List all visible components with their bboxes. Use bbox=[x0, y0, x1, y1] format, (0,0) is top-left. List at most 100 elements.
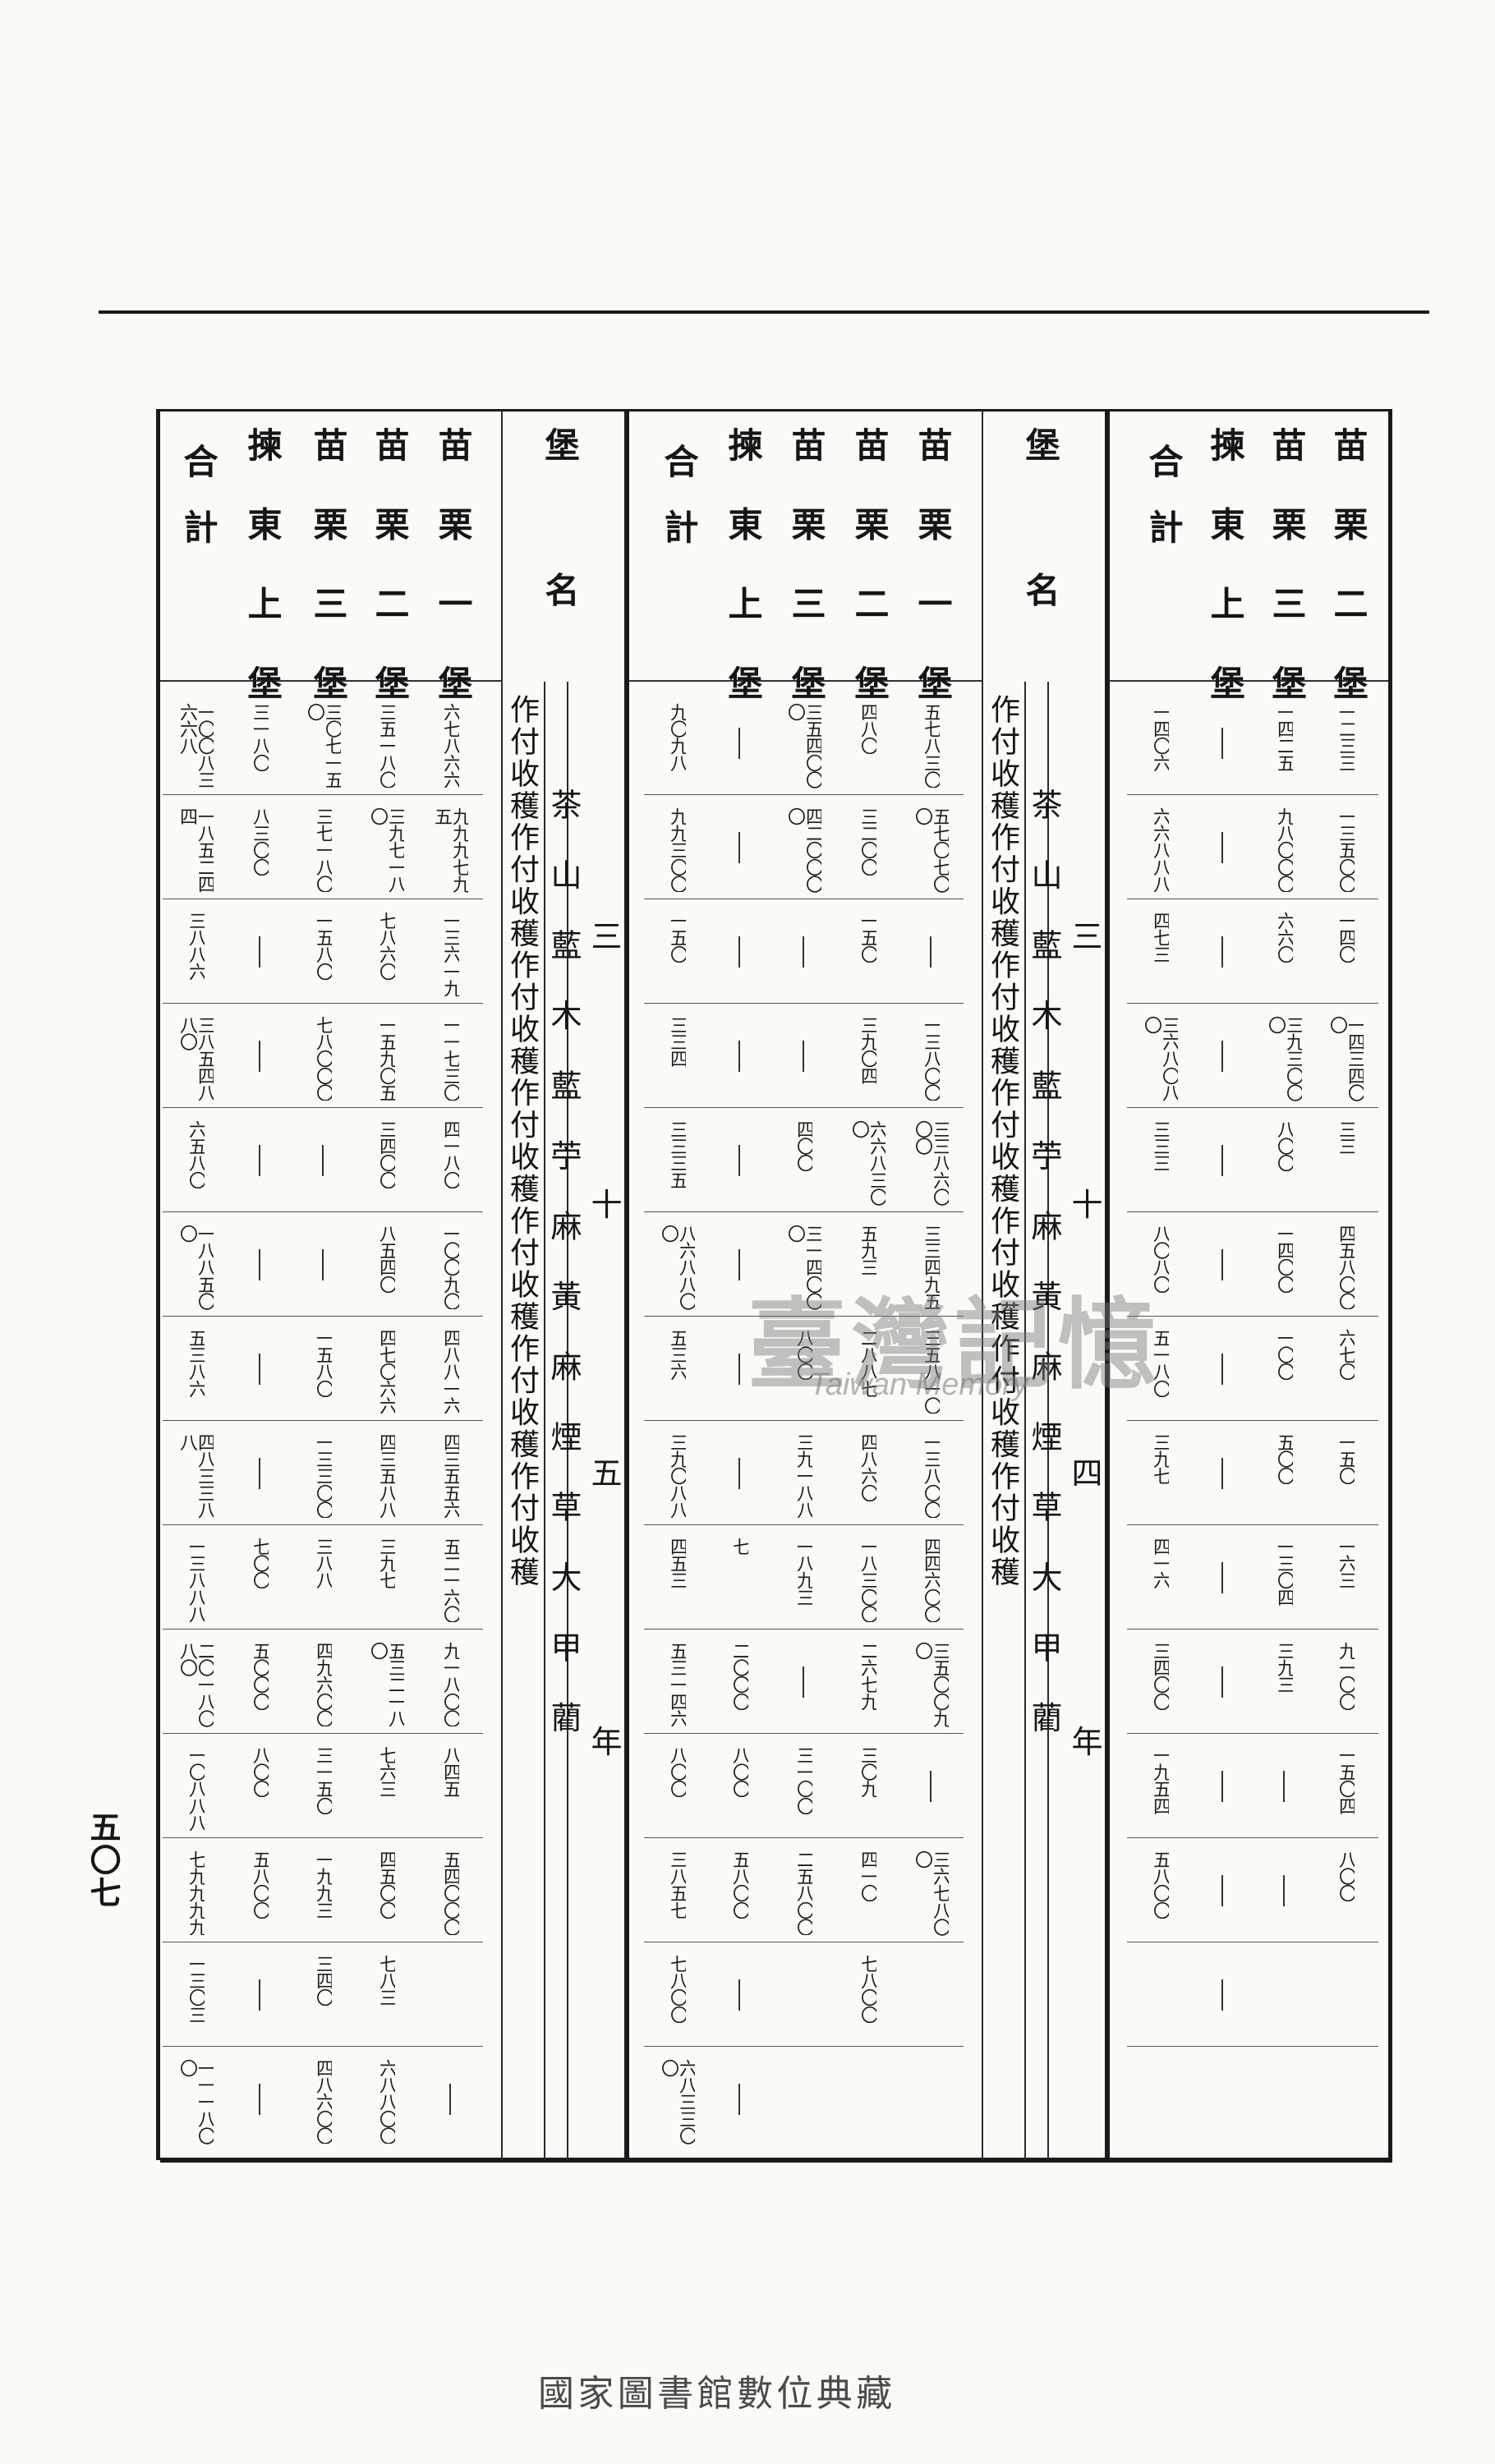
empty-cell-dash bbox=[259, 1458, 260, 1489]
table-cell: 三一四〇〇〇 bbox=[785, 1225, 821, 1310]
table-cell: 三五一八〇 bbox=[377, 703, 395, 788]
header-b4: 揀東上堡 bbox=[723, 427, 763, 745]
table-cell: 一五〇四 bbox=[1336, 1746, 1355, 1814]
table-cell: 三三四 bbox=[668, 1016, 686, 1068]
table-cell: 一九九三 bbox=[314, 1850, 332, 1919]
header-b1: 苗栗一堡 bbox=[913, 427, 953, 745]
row-separator bbox=[163, 1524, 483, 1525]
table-cell: 五九三 bbox=[858, 1225, 876, 1276]
column-line bbox=[567, 682, 568, 2160]
table-cell: 一五九〇五 bbox=[377, 1016, 395, 1101]
watermark-subtitle: Taiwan Memory bbox=[809, 1368, 1028, 1402]
table-cell: 三八八 bbox=[314, 1538, 332, 1589]
table-cell: 五三一四六 bbox=[668, 1642, 686, 1727]
table-cell: 九一八〇〇 bbox=[441, 1642, 459, 1727]
table-cell: 一〇〇九〇 bbox=[441, 1225, 459, 1310]
row-separator bbox=[644, 1420, 964, 1421]
empty-cell-dash bbox=[259, 1354, 260, 1385]
table-cell: 九九三〇〇 bbox=[668, 807, 686, 893]
table-cell: 一三五〇〇 bbox=[1336, 807, 1355, 893]
row-separator bbox=[163, 1003, 483, 1004]
table-cell: 一三〇三 bbox=[186, 1955, 205, 2023]
table-cell: 四八三三八八 bbox=[177, 1433, 214, 1519]
row-separator bbox=[644, 1211, 964, 1212]
table-cell: 五八〇〇 bbox=[730, 1850, 748, 1919]
year-label-34: 三十四年 bbox=[1066, 920, 1102, 1994]
table-cell: 四七〇六六 bbox=[377, 1329, 395, 1414]
empty-cell-dash bbox=[1221, 1249, 1223, 1280]
empty-cell-dash bbox=[738, 1041, 740, 1072]
row-separator bbox=[163, 1837, 483, 1838]
table-cell: 三八五七 bbox=[668, 1850, 686, 1919]
table-cell: 三六八〇八〇 bbox=[1142, 1016, 1178, 1101]
table-cell: 三九三 bbox=[1275, 1642, 1293, 1694]
empty-cell-dash bbox=[259, 1145, 260, 1176]
header-total: 合計 bbox=[178, 444, 218, 575]
table-cell: 三九〇八八 bbox=[668, 1433, 686, 1519]
table-right-border bbox=[1388, 411, 1392, 2160]
table-cell: 一三三〇〇 bbox=[314, 1433, 332, 1519]
table-cell: 三五八一〇 bbox=[922, 1329, 940, 1414]
table-cell: 一一七三〇 bbox=[441, 1016, 459, 1101]
table-cell: 一八八五〇〇 bbox=[177, 1225, 214, 1310]
table-cell: 三三三 bbox=[1151, 1120, 1169, 1172]
table-cell: 三三 bbox=[1336, 1120, 1355, 1155]
table-cell: 四一八〇 bbox=[441, 1120, 459, 1188]
table-cell: 五三六 bbox=[668, 1329, 686, 1381]
row-separator bbox=[644, 1733, 964, 1734]
table-cell: 四三五五六 bbox=[441, 1433, 459, 1519]
table-cell: 四一〇 bbox=[858, 1850, 876, 1902]
table-cell: 六六八三〇〇 bbox=[849, 1120, 886, 1206]
table-cell: 五二一六〇 bbox=[441, 1538, 459, 1623]
table-cell: 四八六〇〇 bbox=[314, 2059, 332, 2145]
table-cell: 三四〇 bbox=[314, 1955, 332, 2007]
table-cell: 三九一八八 bbox=[794, 1433, 812, 1519]
empty-cell-dash bbox=[1221, 1979, 1223, 2011]
table-cell: 八三〇〇 bbox=[251, 807, 269, 876]
row-separator bbox=[644, 1003, 964, 1004]
crop-labels: 茶山藍木藍苧麻黃麻煙草大甲藺 bbox=[1026, 788, 1062, 1772]
table-cell: 九八〇〇〇 bbox=[1275, 807, 1293, 893]
empty-cell-dash bbox=[1221, 1771, 1223, 1802]
table-cell: 三九七一八〇 bbox=[368, 807, 404, 893]
empty-cell-dash bbox=[738, 1979, 740, 2011]
table-cell: 一五〇 bbox=[1336, 1433, 1355, 1485]
table-cell: 七八〇〇 bbox=[858, 1955, 876, 2023]
empty-cell-dash bbox=[738, 936, 740, 968]
table-cell: 八〇〇 bbox=[1275, 1120, 1293, 1172]
footer-credit: 國家圖書館數位典藏 bbox=[538, 2373, 896, 2415]
table-cell: 一五八〇 bbox=[314, 912, 332, 980]
empty-cell-dash bbox=[930, 936, 932, 968]
header-b4: 揀東上堡 bbox=[242, 427, 283, 745]
table-cell: 六七八六六 bbox=[441, 703, 459, 788]
empty-cell-dash bbox=[259, 936, 260, 968]
column-line bbox=[544, 682, 545, 2160]
activity-labels: 作付收穫作付收穫作付收穫作付收穫作付收穫作付收穫作付收穫 bbox=[505, 694, 539, 1588]
column-line bbox=[1024, 682, 1026, 2160]
header-rule bbox=[1109, 680, 1388, 682]
empty-cell-dash bbox=[1283, 1771, 1285, 1802]
table-cell: 四四六〇〇 bbox=[922, 1538, 940, 1623]
table-cell: 五八〇〇 bbox=[251, 1850, 269, 1919]
table-cell: 三六七八〇〇 bbox=[913, 1850, 949, 1936]
column-line bbox=[1047, 682, 1049, 2160]
row-separator bbox=[1127, 1420, 1378, 1421]
table-cell: 五三八六 bbox=[186, 1329, 205, 1397]
table-cell: 三九〇四 bbox=[858, 1016, 876, 1084]
section-divider bbox=[1105, 411, 1110, 2160]
row-separator bbox=[1127, 1629, 1378, 1630]
empty-cell-dash bbox=[259, 1249, 260, 1280]
table-cell: 三八八六 bbox=[186, 912, 205, 980]
table-cell: 四八〇 bbox=[858, 703, 876, 755]
activity-labels: 作付收穫作付收穫作付收穫作付收穫作付收穫作付收穫作付收穫 bbox=[986, 694, 1019, 1588]
table-cell: 四九六〇〇 bbox=[314, 1642, 332, 1727]
empty-cell-dash bbox=[1283, 1875, 1285, 1906]
table-cell: 五〇〇〇 bbox=[251, 1642, 269, 1710]
row-separator bbox=[1127, 1107, 1378, 1108]
table-cell: 五四〇〇〇 bbox=[441, 1850, 459, 1936]
empty-cell-dash bbox=[322, 1145, 324, 1176]
page-number: 五〇七 bbox=[85, 1811, 122, 1910]
empty-cell-dash bbox=[803, 1666, 804, 1698]
empty-cell-dash bbox=[738, 2084, 740, 2115]
table-cell: 一四〇六 bbox=[1151, 703, 1169, 771]
